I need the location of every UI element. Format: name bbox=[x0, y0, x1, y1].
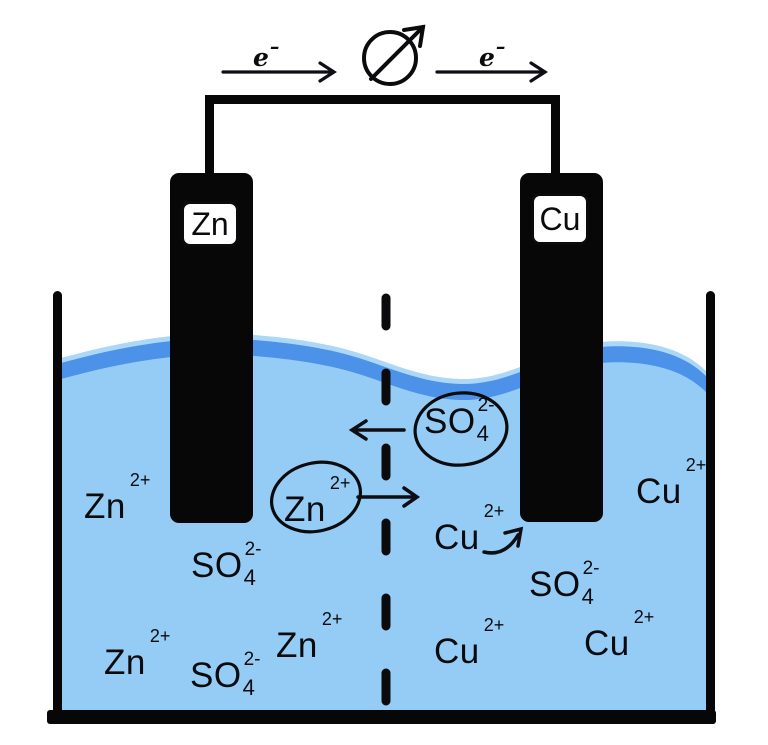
circled-sulfate-ion-label: SO 2- 4 bbox=[424, 396, 494, 445]
ion-scripts: 2- 4 bbox=[476, 395, 495, 446]
electron-symbol: e bbox=[479, 43, 495, 72]
ion-charge: 2+ bbox=[329, 473, 351, 493]
sulfate-arrow-left-head bbox=[348, 419, 368, 441]
circled-sulfate-ion-outline bbox=[413, 391, 509, 467]
electron-label-left: e– bbox=[253, 38, 279, 72]
ion-symbol: Zn bbox=[284, 490, 326, 529]
ion-charge: 2+ bbox=[633, 607, 655, 627]
ion-charge: 2+ bbox=[483, 615, 505, 635]
sulfate-ion-label: SO 2- 4 bbox=[190, 650, 260, 699]
electron-label-right: e– bbox=[479, 38, 505, 72]
ion-symbol: SO bbox=[424, 402, 476, 441]
ion-charge: 2- bbox=[477, 395, 495, 416]
ion-charge: 2- bbox=[582, 558, 600, 579]
ion-symbol: Zn bbox=[84, 487, 126, 526]
ion-subscript: 4 bbox=[243, 565, 256, 590]
wire-left-drop bbox=[205, 95, 214, 175]
copper-deposition-arrow-head bbox=[503, 526, 524, 548]
ion-charge: 2+ bbox=[321, 609, 343, 629]
ion-symbol: SO bbox=[529, 565, 581, 604]
electron-symbol: e bbox=[253, 43, 269, 72]
ion-symbol: Zn bbox=[104, 643, 146, 682]
copper-deposition-arrow-shaft bbox=[482, 533, 520, 555]
sulfate-ion-label: SO 2- 4 bbox=[191, 540, 261, 589]
electron-charge: – bbox=[269, 36, 280, 58]
meter-needle-arrowhead bbox=[402, 24, 426, 48]
ion-symbol: SO bbox=[190, 656, 242, 695]
ion-subscript: 4 bbox=[242, 675, 255, 700]
ion-symbol: Cu bbox=[584, 624, 630, 663]
copper-electrode bbox=[520, 173, 603, 522]
copper-electrode-label: Cu bbox=[531, 193, 589, 245]
ion-symbol: Cu bbox=[636, 472, 682, 511]
ion-charge: 2+ bbox=[129, 470, 151, 490]
copper-electrode-label-text: Cu bbox=[539, 201, 581, 237]
beaker-left-wall bbox=[53, 291, 62, 720]
ion-charge: 2- bbox=[243, 649, 261, 670]
ion-symbol: Cu bbox=[434, 632, 480, 671]
wire-top bbox=[205, 95, 560, 104]
ion-symbol: SO bbox=[191, 546, 243, 585]
ion-symbol: Zn bbox=[276, 626, 318, 665]
zinc-arrow-right-head bbox=[402, 486, 421, 508]
electron-charge: – bbox=[495, 36, 506, 58]
zinc-electrode-label: Zn bbox=[181, 201, 239, 247]
ion-charge: 2+ bbox=[149, 626, 171, 646]
ion-charge: 2+ bbox=[685, 455, 707, 475]
circuit-wire bbox=[205, 95, 560, 175]
ion-subscript: 4 bbox=[581, 584, 594, 609]
electron-flow-arrows bbox=[221, 61, 548, 83]
galvanometer-icon bbox=[362, 24, 426, 86]
ion-scripts: 2- 4 bbox=[243, 539, 262, 590]
circled-zinc-ion-outline bbox=[269, 460, 363, 534]
wire-right-drop bbox=[551, 95, 560, 175]
ion-scripts: 2- 4 bbox=[242, 649, 261, 700]
ion-charge: 2- bbox=[244, 539, 262, 560]
ion-subscript: 4 bbox=[476, 421, 489, 446]
ion-migration-arrows bbox=[348, 419, 524, 555]
meter-needle bbox=[369, 25, 425, 81]
ion-charge: 2+ bbox=[483, 501, 505, 521]
zinc-electrode bbox=[170, 173, 253, 523]
beaker-bottom bbox=[47, 710, 716, 724]
electron-arrow-right-head bbox=[529, 61, 548, 83]
beaker bbox=[47, 291, 716, 724]
beaker-right-wall bbox=[706, 291, 715, 720]
ion-symbol: Cu bbox=[434, 518, 480, 557]
zinc-electrode-label-text: Zn bbox=[191, 206, 229, 242]
ion-scripts: 2- 4 bbox=[581, 558, 600, 609]
electron-arrow-left-head bbox=[318, 61, 337, 83]
sulfate-ion-label: SO 2- 4 bbox=[529, 559, 599, 608]
